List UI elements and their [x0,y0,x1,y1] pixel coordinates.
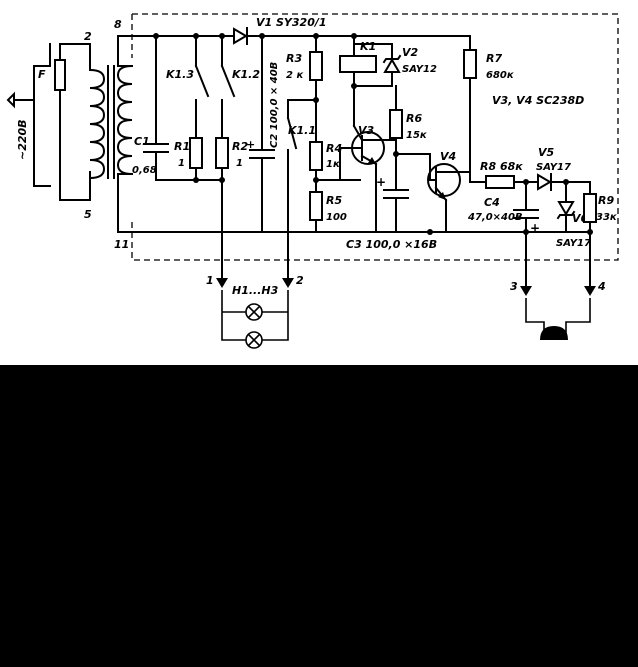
v1-label: V1 SY320/1 [256,16,327,29]
enclosure-outline [132,13,619,261]
pin-5-label: 5 [84,208,92,221]
r8-label: R8 68к [480,160,523,173]
zener-v2: V2 SAY12 [382,43,437,87]
fuse: F [38,43,66,107]
v5-value: SAY17 [536,162,571,173]
c2-plus: + [246,138,255,151]
r7-value: 680к [486,70,514,81]
resistor-r8: R8 68к [469,160,537,189]
r4-value: 1к [326,159,340,170]
resistor-r4: R4 1к [309,141,361,193]
terminal-2: 2 [282,261,304,288]
r4-name: R4 [326,142,342,155]
terminal-4: 4 [584,280,606,296]
r9-value: 33к [596,212,617,223]
fuse-label: F [38,68,46,81]
r6-value: 15к [406,130,427,141]
c3-label: C3 100,0 ×16В [346,238,437,251]
c2-label: C2 100,0 × 40В [269,62,280,148]
r2-name: R2 [232,140,248,153]
capacitor-c1: C1 0,68 [132,33,223,181]
r3-value: 2 к [286,70,303,81]
v2-value: SAY12 [402,64,437,75]
mains-input: ~220В [6,65,51,187]
r6-name: R6 [406,112,422,125]
buzzer [525,298,591,340]
resistor-r3: R3 2 к [286,33,323,143]
c1-value: 0,68 [132,165,157,176]
relay-contact-k13: K1.3 [166,33,210,139]
r1-value: 1 [178,158,185,169]
r1-name: R1 [174,140,190,153]
r2-value: 1 [236,158,243,169]
relay-contact-k11: K1.1 [286,99,317,263]
v6-value: SAY17 [556,238,591,249]
resistor-r2: R2 1 [215,137,248,259]
v5-name: V5 [538,146,555,159]
circuit-schematic: ~220В F 2 5 8 11 [6,13,619,349]
terminal-1: 1 [206,274,228,288]
c4-plus: + [530,221,540,235]
pin-11-label: 11 [114,238,129,251]
diode-v5: V5 SAY17 [536,146,591,191]
resistor-r7: R7 680к [463,35,514,183]
capacitor-c4: + C4 47,0×40В [467,181,540,287]
v2-name: V2 [402,46,419,59]
terminal-1-label: 1 [206,274,214,287]
lamps-label: H1...H3 [232,284,279,297]
terminal-2-label: 2 [296,274,304,287]
pin-2-label: 2 [84,30,92,43]
resistor-r9: R9 33к [583,181,617,287]
terminal-4-label: 4 [597,280,606,293]
r3-name: R3 [286,52,302,65]
r7-name: R7 [486,52,502,65]
resistor-r5: R5 100 [309,191,347,233]
c3-plus: + [376,175,386,189]
v4-label: V4 [440,150,456,163]
mains-label: ~220В [16,119,29,160]
transformer: 2 5 8 11 [59,18,134,251]
relay-contact-k12: K1.2 [219,33,260,139]
diode-v1: V1 SY320/1 [225,16,471,45]
relay-coil-k1: K1 [339,33,393,89]
k1-label: K1 [360,40,376,53]
r9-name: R9 [598,194,614,207]
c4-name: C4 [484,196,500,209]
capacitor-c2: + C2 100,0 × 40В [246,33,280,233]
k13-label: K1.3 [166,68,194,81]
v3-v4-type-label: V3, V4 SC238D [492,94,584,107]
c4-value: 47,0×40В [467,212,523,223]
resistor-r1: R1 1 [174,137,203,183]
r5-value: 100 [326,212,347,223]
c1-name: C1 [134,135,150,148]
pin-8-label: 8 [114,18,122,31]
r5-name: R5 [326,194,342,207]
terminal-3: 3 [510,280,532,296]
capacitor-c3: + C3 100,0 ×16В [346,175,437,251]
k11-label: K1.1 [288,124,316,137]
resistor-r6: R6 15к [389,85,431,191]
terminal-3-label: 3 [510,280,518,293]
k12-label: K1.2 [232,68,260,81]
transistor-v4: V4 [427,150,471,235]
black-region [0,365,638,667]
v3-label: V3 [358,124,375,137]
lamps-h1-h3: H1...H3 [221,284,289,349]
transistor-v3: V3 [339,85,397,233]
